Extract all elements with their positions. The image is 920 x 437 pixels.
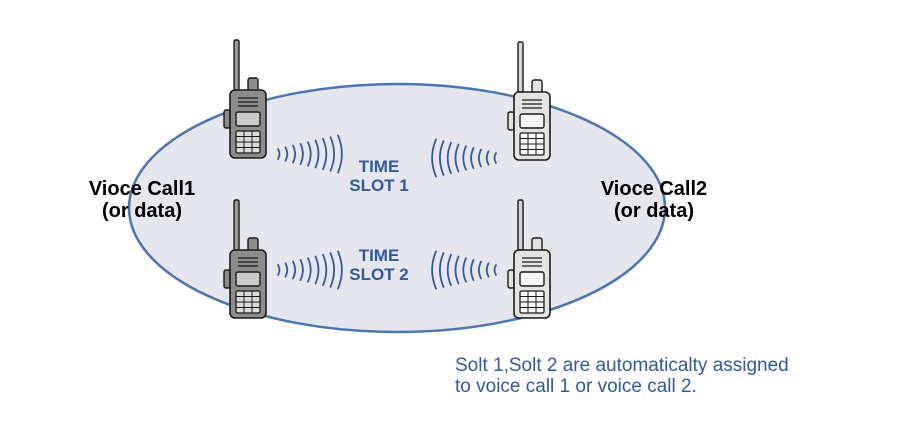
radio-wave-icon [277,134,343,174]
walkie-talkie-icon [223,39,267,159]
caption: Solt 1,Solt 2 are automaticalty assigned… [455,355,789,397]
right-call-label: Vioce Call2 (or data) [584,178,724,222]
left-call-subtitle: (or data) [102,200,182,222]
time-slot-2-line1: TIME [358,246,400,265]
right-call-subtitle: (or data) [614,200,694,222]
caption-line-1: Solt 1,Solt 2 are automaticalty assigned [455,355,789,376]
radio-wave-icon [431,250,497,290]
walkie-talkie-icon [507,199,551,319]
walkie-talkie-icon [223,199,267,319]
time-slot-2-label: TIME SLOT 2 [334,246,424,284]
walkie-talkie-icon [507,41,551,161]
time-slot-2-line2: SLOT 2 [349,265,409,284]
time-slot-1-line2: SLOT 1 [349,176,409,195]
time-slot-1-line1: TIME [358,157,400,176]
time-slot-1-label: TIME SLOT 1 [334,157,424,195]
caption-line-2: to voice call 1 or voice call 2. [455,376,697,397]
left-call-title: Vioce Call1 [88,178,196,200]
right-call-title: Vioce Call2 [600,178,708,200]
radio-wave-icon [431,138,497,178]
radio-wave-icon [277,250,343,290]
left-call-label: Vioce Call1 (or data) [72,178,212,222]
